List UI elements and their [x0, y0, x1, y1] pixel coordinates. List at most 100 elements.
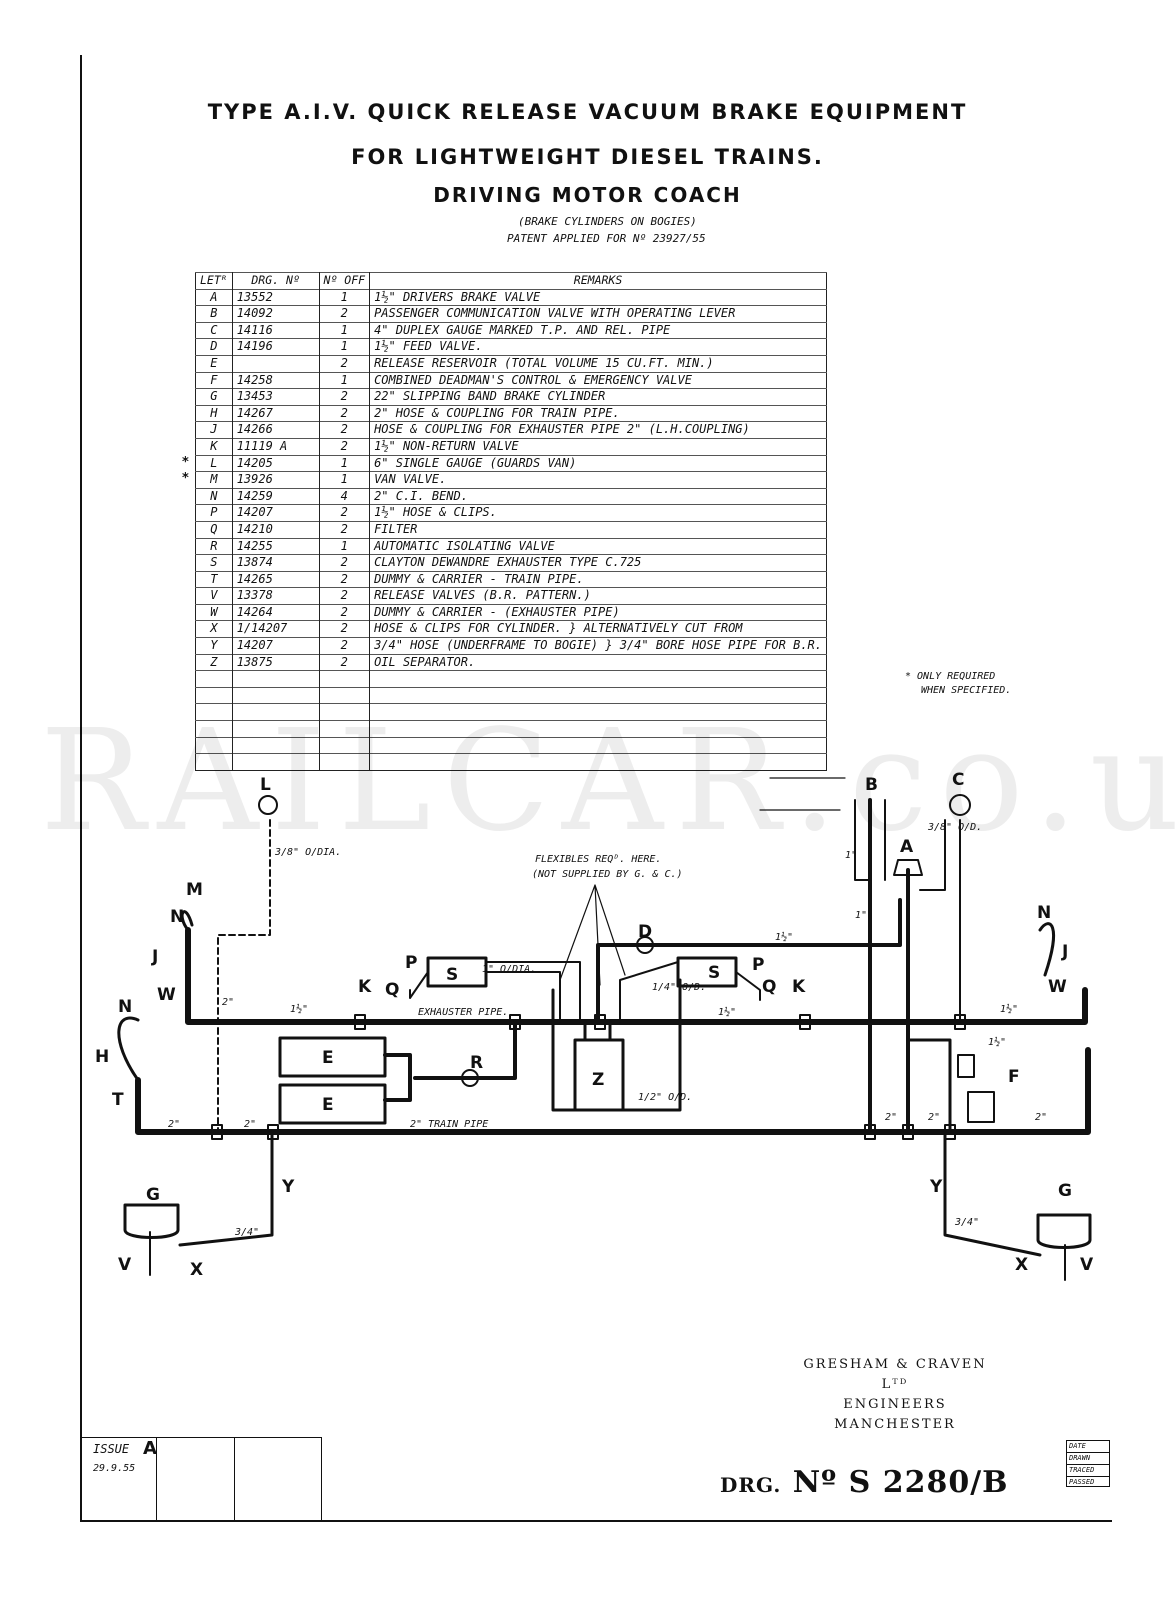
row-letter: M: [195, 471, 233, 489]
row-qty: 2: [319, 421, 371, 439]
size-2-f: 2": [1035, 1112, 1047, 1123]
signoff-traced: TRACED: [1067, 1465, 1109, 1477]
brake-cylinder-G-right: [1036, 1213, 1092, 1249]
row-letter: V: [195, 587, 233, 605]
row-drg: 14116: [232, 321, 320, 339]
size-1half-e: 1½": [988, 1036, 1006, 1048]
note-line-2: WHEN SPECIFIED.: [921, 685, 1012, 696]
label-E-1: E: [322, 1048, 334, 1068]
issue-cell: [81, 1438, 157, 1521]
row-letter: [195, 670, 233, 688]
signoff-date: DATE: [1067, 1441, 1109, 1453]
title-line-2: FOR LIGHTWEIGHT DIESEL TRAINS.: [351, 145, 824, 169]
size-14-od: 1/4" O/D.: [652, 982, 706, 993]
size-1-b: 1": [855, 910, 867, 921]
row-drg: [232, 670, 320, 688]
row-qty: 2: [319, 437, 371, 456]
table-row: [195, 720, 827, 738]
row-qty: [319, 703, 371, 721]
hose-J-right: [1038, 922, 1055, 977]
row-remarks: HOSE & CLIPS FOR CYLINDER. } ALTERNATIVE…: [369, 620, 827, 638]
brake-piping-diagram: L M N J W N H T E E R K Q P S Z D S P Q …: [95, 770, 1094, 1281]
row-remarks: AUTOMATIC ISOLATING VALVE: [369, 537, 827, 555]
header-letter: LETᴿ: [195, 272, 233, 290]
label-C: C: [952, 770, 964, 790]
row-qty: 2: [319, 570, 371, 588]
row-qty: 1: [319, 454, 371, 472]
row-drg: 13552: [232, 288, 320, 306]
row-drg: 14205: [232, 454, 320, 472]
label-G-right: G: [1058, 1181, 1072, 1201]
row-qty: 2: [319, 520, 371, 538]
issue-box: ISSUE A 29.9.55: [80, 1437, 322, 1522]
label-N-left-top: N: [170, 907, 184, 927]
feed-valve-D: [636, 936, 654, 954]
size-2-b: 2": [168, 1119, 180, 1130]
row-letter: T: [195, 570, 233, 588]
maker-line-3: MANCHESTER: [834, 1417, 956, 1432]
row-drg: 14255: [232, 537, 320, 555]
label-X-left: X: [190, 1260, 203, 1280]
row-qty: 2: [319, 504, 371, 522]
row-letter: X: [195, 620, 233, 638]
oil-separator-Z: [573, 1038, 625, 1112]
size-2-c: 2": [244, 1119, 256, 1130]
row-letter: [195, 753, 233, 771]
maker-line-2: ENGINEERS: [843, 1397, 947, 1412]
row-letter: [195, 686, 233, 704]
row-letter: S: [195, 554, 233, 572]
row-qty: [319, 736, 371, 754]
row-remarks: FILTER: [369, 520, 827, 538]
header-no-off: Nº OFF: [319, 272, 371, 290]
issue-label: ISSUE: [93, 1442, 130, 1456]
signoff-drawn: DRAWN: [1067, 1453, 1109, 1465]
label-N-right: N: [1037, 903, 1051, 923]
row-qty: 2: [319, 603, 371, 621]
row-qty: 2: [319, 653, 371, 671]
row-letter: Y: [195, 637, 233, 655]
label-A: A: [900, 837, 914, 857]
row-drg: 1/14207: [232, 620, 320, 638]
label-R: R: [470, 1053, 483, 1073]
table-row: [195, 753, 827, 771]
size-1-od: 1" O/DIA.: [482, 964, 536, 975]
label-B: B: [865, 775, 878, 795]
header-remarks: REMARKS: [369, 272, 827, 290]
row-drg: 14259: [232, 487, 320, 505]
row-remarks: 4" DUPLEX GAUGE MARKED T.P. AND REL. PIP…: [369, 321, 827, 339]
exhauster-pipe: [185, 927, 1088, 1025]
row-remarks: 6" SINGLE GAUGE (GUARDS VAN): [369, 454, 827, 472]
label-Y-right: Y: [929, 1177, 943, 1197]
row-letter: H: [195, 404, 233, 422]
row-remarks: 1½" FEED VALVE.: [369, 338, 827, 356]
drawing-border: [80, 55, 1112, 1522]
specified-note: * ONLY REQUIRED WHEN SPECIFIED.: [905, 670, 1011, 698]
signoff-passed: PASSED: [1069, 1478, 1095, 1486]
row-drg: 14266: [232, 421, 320, 439]
label-L: L: [260, 775, 271, 795]
label-P-left: P: [405, 953, 417, 973]
row-drg: 14092: [232, 305, 320, 323]
row-remarks: DUMMY & CARRIER - TRAIN PIPE.: [369, 570, 827, 588]
row-remarks: CLAYTON DEWANDRE EXHAUSTER TYPE C.725: [369, 554, 827, 572]
label-Q-left: Q: [385, 980, 399, 1000]
row-qty: 2: [319, 587, 371, 605]
row-drg: [232, 354, 320, 373]
size-12-od: 1/2" O/D.: [638, 1092, 692, 1103]
label-G-left: G: [146, 1185, 160, 1205]
note-flexibles-1: FLEXIBLES REQᴰ. HERE.: [535, 854, 661, 865]
label-V-left: V: [118, 1255, 132, 1275]
row-letter: Z: [195, 653, 233, 671]
reservoir-E-2: [278, 1083, 387, 1125]
row-drg: 14258: [232, 371, 320, 389]
row-qty: 2: [319, 354, 371, 373]
row-remarks: DUMMY & CARRIER - (EXHAUSTER PIPE): [369, 603, 827, 621]
row-remarks: VAN VALVE.: [369, 471, 827, 489]
